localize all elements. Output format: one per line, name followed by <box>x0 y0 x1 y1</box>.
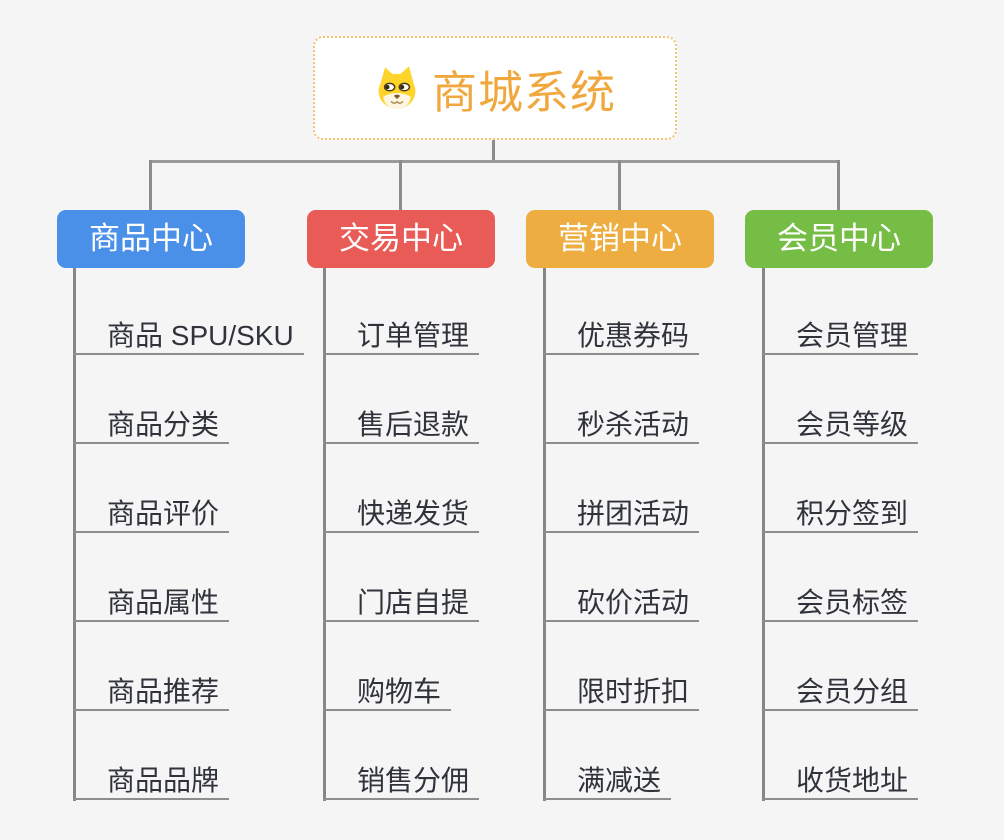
root-title: 商城系统 <box>431 66 616 118</box>
branch-node-marketing[interactable]: 营销中心 <box>526 210 714 268</box>
leaf-node[interactable]: 会员标签 <box>762 587 919 622</box>
column-trunk-members <box>762 268 765 801</box>
leaf-node[interactable]: 会员管理 <box>762 320 919 355</box>
connector-drop-marketing <box>618 160 621 210</box>
leaf-node[interactable]: 订单管理 <box>323 320 480 355</box>
dog-face-icon <box>378 66 416 109</box>
leaf-node[interactable]: 商品 SPU/SKU <box>73 320 304 355</box>
leaf-node[interactable]: 商品属性 <box>73 587 230 622</box>
branch-node-members[interactable]: 会员中心 <box>745 210 933 268</box>
leaf-node[interactable]: 售后退款 <box>323 409 480 444</box>
column-trunk-trade <box>323 268 326 801</box>
column-trunk-marketing <box>543 268 546 801</box>
leaf-node[interactable]: 满减送 <box>543 765 672 800</box>
leaf-node[interactable]: 拼团活动 <box>543 498 700 533</box>
connector-drop-trade <box>399 160 402 210</box>
branch-node-trade[interactable]: 交易中心 <box>307 210 495 268</box>
column-trunk-products <box>73 268 76 801</box>
leaf-node[interactable]: 限时折扣 <box>543 676 700 711</box>
connector-horizontal-bar <box>149 160 840 163</box>
connector-root-stub <box>492 140 495 162</box>
connector-drop-members <box>837 160 840 210</box>
connector-drop-products <box>149 160 152 210</box>
branch-node-products[interactable]: 商品中心 <box>57 210 245 268</box>
leaf-node[interactable]: 收货地址 <box>762 765 919 800</box>
leaf-node[interactable]: 销售分佣 <box>323 765 480 800</box>
leaf-node[interactable]: 会员等级 <box>762 409 919 444</box>
leaf-node[interactable]: 商品评价 <box>73 498 230 533</box>
root-node[interactable]: 商城系统 <box>313 36 677 140</box>
leaf-node[interactable]: 砍价活动 <box>543 587 700 622</box>
leaf-node[interactable]: 优惠券码 <box>543 320 700 355</box>
leaf-node[interactable]: 快递发货 <box>323 498 480 533</box>
leaf-node[interactable]: 商品推荐 <box>73 676 230 711</box>
leaf-node[interactable]: 积分签到 <box>762 498 919 533</box>
leaf-node[interactable]: 商品品牌 <box>73 765 230 800</box>
leaf-node[interactable]: 购物车 <box>323 676 452 711</box>
leaf-node[interactable]: 商品分类 <box>73 409 230 444</box>
leaf-node[interactable]: 门店自提 <box>323 587 480 622</box>
leaf-node[interactable]: 秒杀活动 <box>543 409 700 444</box>
leaf-node[interactable]: 会员分组 <box>762 676 919 711</box>
